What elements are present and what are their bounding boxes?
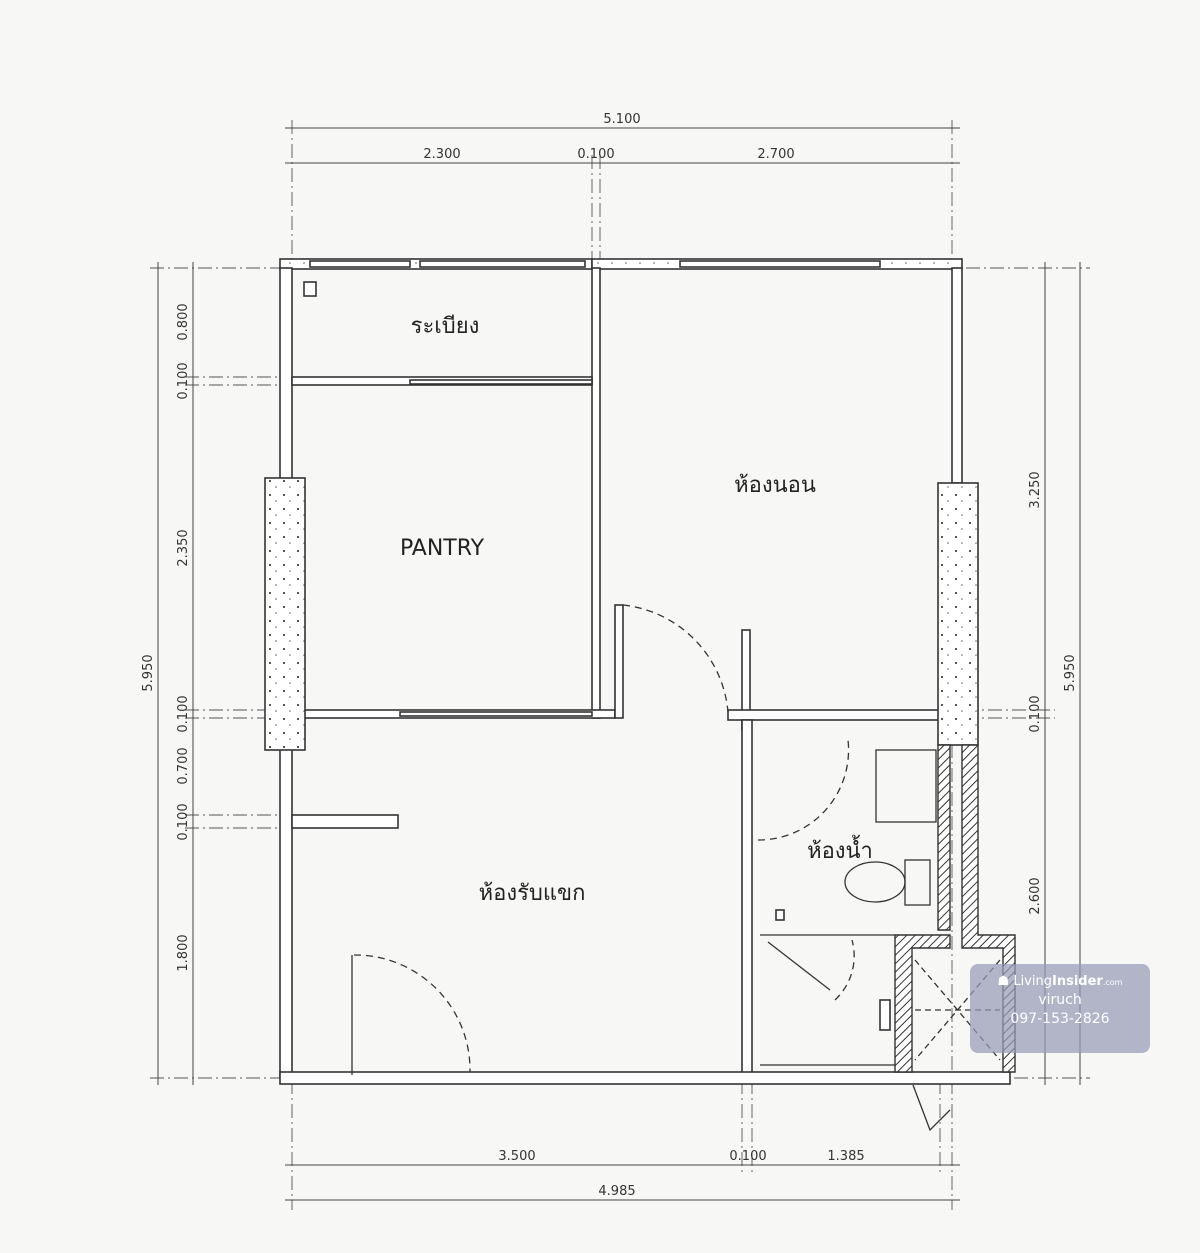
brand-suffix: .com: [1102, 978, 1123, 987]
dim-left-total: 5.950: [141, 654, 156, 691]
doors: [351, 604, 951, 1132]
dim-bottom-seg-1: 3.500: [498, 1149, 535, 1164]
dim-bottom-seg-3: 1.385: [827, 1149, 864, 1164]
dim-right-seg-1: 3.250: [1028, 471, 1043, 508]
dim-top-seg-2: 0.100: [577, 147, 614, 162]
room-label-living: ห้องรับแขก: [479, 881, 586, 906]
watermark: ☗ LivingInsider.com viruch 097-153-2826: [970, 964, 1150, 1053]
dim-left-seg-4: 0.100: [176, 695, 191, 732]
room-label-pantry: PANTRY: [400, 536, 485, 561]
room-label-bedroom: ห้องนอน: [734, 473, 816, 498]
bathroom-fixtures: [760, 749, 1001, 1066]
dim-right-seg-3: 2.600: [1028, 877, 1043, 914]
dim-left-seg-3: 2.350: [176, 529, 191, 566]
watermark-user: viruch: [1038, 992, 1082, 1008]
dim-right-seg-2: 0.100: [1028, 695, 1043, 732]
dim-top-total: 5.100: [603, 112, 640, 127]
dim-bottom-seg-2: 0.100: [729, 1149, 766, 1164]
dimension-lines: [157, 127, 1081, 1201]
dim-left-seg-1: 0.800: [176, 303, 191, 340]
walls: [264, 258, 1016, 1085]
dim-right-total: 5.950: [1063, 654, 1078, 691]
dim-left-seg-2: 0.100: [176, 362, 191, 399]
brand-light: Living: [1013, 974, 1052, 989]
brand-bold: Insider: [1051, 974, 1103, 989]
house-logo-icon: ☗: [997, 974, 1010, 989]
watermark-brand: ☗ LivingInsider.com: [970, 974, 1150, 989]
dim-left-seg-7: 1.800: [176, 934, 191, 971]
dim-bottom-total: 4.985: [598, 1184, 635, 1199]
dim-left-seg-6: 0.100: [176, 803, 191, 840]
watermark-phone: 097-153-2826: [1010, 1011, 1110, 1027]
room-label-balcony: ระเบียง: [411, 314, 480, 339]
dim-top-seg-3: 2.700: [757, 147, 794, 162]
dim-left-seg-5: 0.700: [176, 747, 191, 784]
dim-top-seg-1: 2.300: [423, 147, 460, 162]
room-label-bathroom: ห้องน้ำ: [807, 835, 873, 864]
